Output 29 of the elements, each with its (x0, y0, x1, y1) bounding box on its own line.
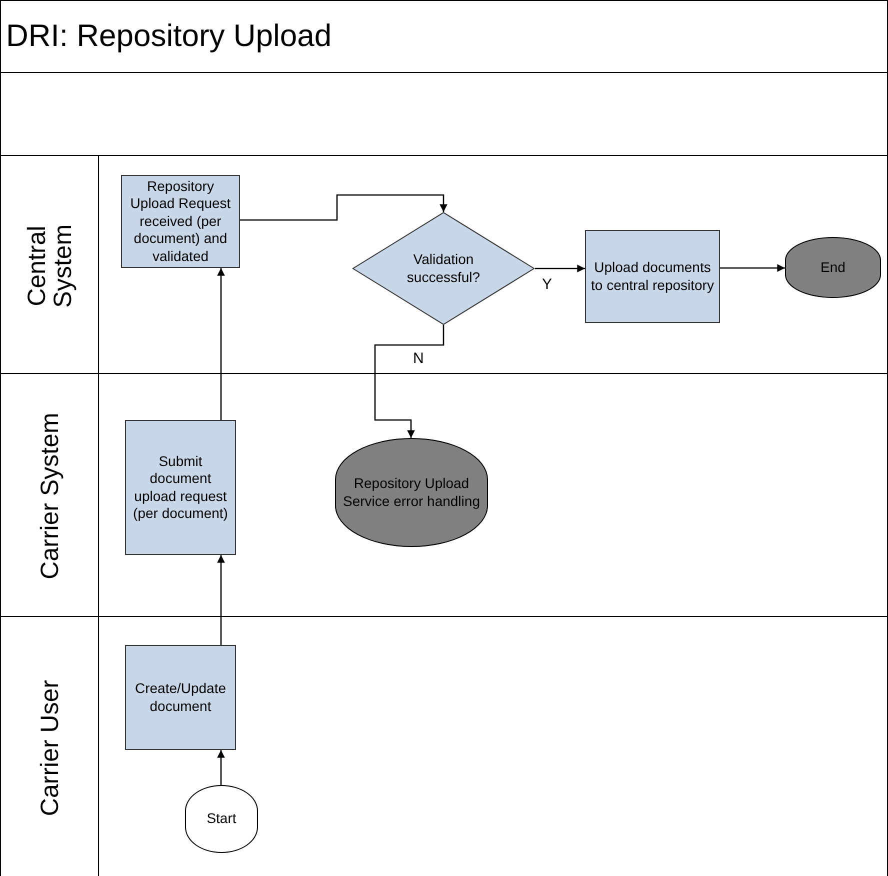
arrow (217, 750, 225, 785)
arrow (720, 264, 785, 272)
swimlane (0, 616, 888, 876)
node-text: Repository Upload Service error handling (342, 475, 481, 510)
node-text: Submit document upload request (per document) (132, 452, 229, 522)
node-text: Upload documents to central repository (590, 259, 715, 294)
lane-label: Carrier User (36, 678, 64, 818)
node-text: End (820, 258, 846, 276)
arrow (217, 268, 225, 420)
node-text: Create/Update document (134, 680, 228, 715)
arrow (374, 325, 444, 438)
arrow (217, 555, 225, 645)
lane-label: Central System (24, 222, 76, 310)
node-text: Start (206, 810, 236, 828)
terminator (785, 237, 881, 298)
decision-diamond (352, 212, 535, 325)
process-box (125, 645, 236, 750)
lane-label: Carrier System (36, 412, 64, 582)
arrow (535, 264, 585, 272)
terminator (185, 785, 258, 853)
swimlane (0, 155, 888, 374)
process-box (125, 420, 236, 555)
process-box (585, 230, 720, 323)
process-box (121, 175, 240, 268)
arrow (240, 194, 448, 221)
node-text: Validation successful? (406, 251, 482, 286)
node-text: Repository Upload Request received (per document) and validated (129, 178, 232, 266)
diagram-title: DRI: Repository Upload (6, 18, 332, 54)
swimlane (0, 373, 888, 617)
